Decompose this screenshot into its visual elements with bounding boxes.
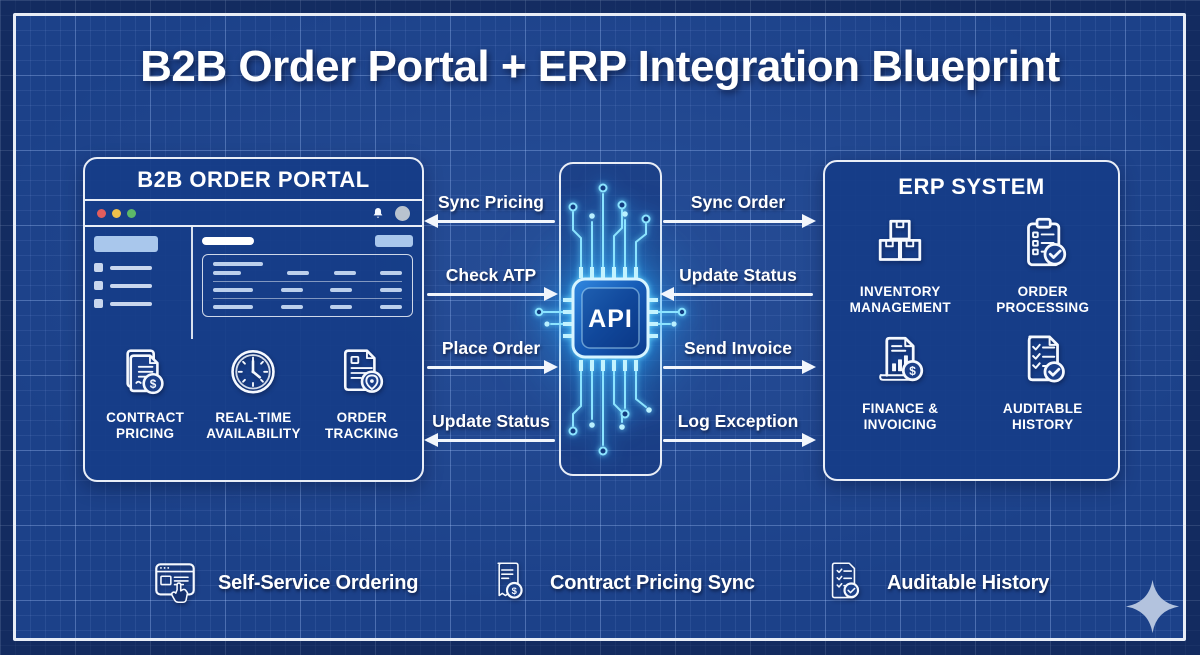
inventory-boxes-icon	[879, 219, 922, 261]
chip-pins	[563, 267, 658, 371]
mock-sidebar-item	[94, 299, 182, 308]
b2b-order-portal-panel: B2B ORDER PORTAL	[83, 157, 424, 482]
mock-action-button	[375, 235, 413, 247]
flow-log-exception: Log Exception	[660, 411, 816, 447]
flow-update-status-left: Update Status	[424, 411, 558, 447]
flow-arrow	[424, 433, 555, 447]
mock-sidebar-button	[94, 236, 158, 252]
portal-api-flows: Sync Pricing Check ATP Place Order Updat…	[424, 192, 558, 452]
api-hub-panel: API	[534, 162, 687, 476]
browser-hand-icon	[155, 563, 195, 604]
traffic-red-dot	[97, 208, 106, 218]
api-erp-flows: Sync Order Update Status Send Invoice Lo…	[660, 192, 816, 452]
receipt-dollar-icon: $	[497, 562, 523, 599]
mock-sidebar	[85, 227, 193, 339]
flow-arrow	[427, 360, 558, 374]
erp-panel-title: ERP SYSTEM	[898, 174, 1045, 199]
mock-sidebar-item	[94, 281, 182, 290]
flow-arrow	[663, 214, 816, 228]
mock-orders-table	[202, 254, 413, 317]
flow-send-invoice: Send Invoice	[660, 338, 816, 374]
benefit-auditable-history: Auditable History	[818, 556, 1049, 610]
flow-arrow	[424, 214, 555, 228]
document-dollar-icon: $	[126, 349, 164, 395]
page-title: B2B Order Portal + ERP Integration Bluep…	[140, 42, 1060, 91]
flow-check-atp: Check ATP	[424, 265, 558, 301]
table-row	[213, 305, 402, 309]
table-row	[213, 288, 402, 292]
benefit-contract-pricing-sync: $ Contract Pricing Sync	[481, 556, 755, 610]
flow-place-order: Place Order	[424, 338, 558, 374]
flow-update-status-right: Update Status	[660, 265, 816, 301]
document-pin-icon	[343, 349, 383, 393]
svg-text:$: $	[512, 586, 518, 596]
browser-chrome-bar	[85, 201, 422, 227]
portal-mock-content	[85, 227, 422, 339]
circuit-traces: API	[534, 183, 687, 456]
flow-arrow	[663, 360, 816, 374]
checklist-badge-icon	[831, 562, 860, 599]
svg-text:$: $	[909, 364, 916, 378]
avatar	[395, 205, 410, 221]
flow-sync-pricing: Sync Pricing	[424, 192, 558, 228]
traffic-green-dot	[127, 208, 136, 218]
clipboard-check-icon	[1026, 217, 1066, 267]
mock-main-area	[193, 227, 422, 339]
mock-search-pill	[202, 237, 254, 245]
bell-icon	[373, 208, 383, 218]
flow-sync-order: Sync Order	[660, 192, 816, 228]
sparkle-icon	[1125, 579, 1180, 634]
api-chip: API	[571, 277, 650, 359]
flow-arrow	[660, 287, 813, 301]
module-label: FINANCE &INVOICING	[862, 401, 939, 432]
module-finance-invoicing: $ FINANCE &INVOICING	[829, 329, 972, 432]
portal-panel-title: B2B ORDER PORTAL	[85, 159, 422, 201]
benefit-self-service-ordering: Self-Service Ordering	[149, 556, 419, 610]
traffic-light-dots	[97, 208, 136, 218]
traffic-yellow-dot	[112, 208, 121, 218]
checklist-check-icon	[1027, 335, 1065, 383]
svg-text:$: $	[150, 378, 157, 391]
flow-arrow	[427, 287, 558, 301]
flow-arrow	[663, 433, 816, 447]
mock-sidebar-item	[94, 263, 182, 272]
finance-chart-dollar-icon: $	[879, 336, 924, 382]
clock-icon	[231, 349, 276, 394]
api-chip-label: API	[588, 305, 633, 333]
